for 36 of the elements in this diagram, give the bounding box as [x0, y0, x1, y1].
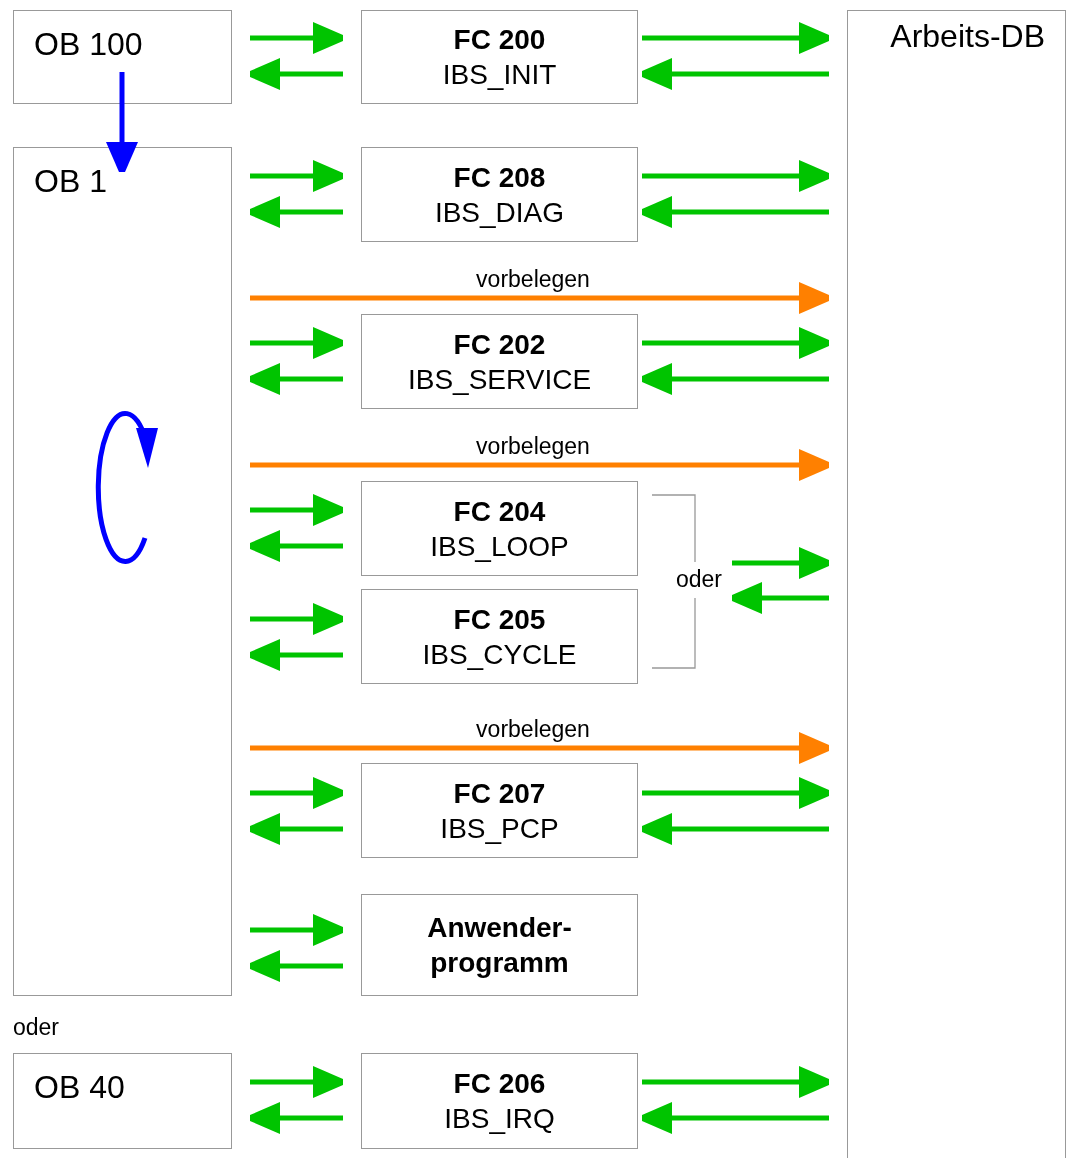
- block-label: OB 1: [34, 164, 107, 200]
- function-name: FC 200: [453, 23, 546, 57]
- block-box: [13, 1053, 232, 1149]
- function-box: [361, 763, 638, 858]
- function-box: [361, 1053, 638, 1149]
- block-box: [13, 10, 232, 104]
- function-box: [361, 589, 638, 684]
- function-name: Anwender-programm: [426, 911, 573, 980]
- alternative-label: oder: [13, 1013, 60, 1041]
- function-label: IBS_IRQ: [444, 1102, 555, 1136]
- function-name: FC 205: [453, 602, 546, 637]
- block-box: [13, 147, 232, 996]
- function-name: FC 208: [453, 160, 546, 195]
- function-name: FC 204: [453, 494, 546, 529]
- block-label: OB 100: [34, 27, 143, 63]
- function-box: [361, 314, 638, 409]
- function-name: FC 202: [453, 327, 546, 362]
- function-box: [361, 894, 638, 996]
- function-label: IBS_PCP: [440, 811, 559, 846]
- data-block-label: Arbeits-DB: [890, 19, 1045, 55]
- function-box: [361, 10, 638, 104]
- function-label: IBS_INIT: [442, 58, 557, 92]
- edge-label: vorbelegen: [476, 432, 590, 460]
- block-label: OB 40: [34, 1070, 125, 1106]
- edge-label: vorbelegen: [476, 715, 590, 743]
- data-block-box: [847, 10, 1066, 1158]
- function-label: IBS_LOOP: [430, 529, 569, 564]
- alternative-label: oder: [675, 565, 722, 593]
- function-label: IBS_DIAG: [434, 195, 565, 230]
- function-name: FC 207: [453, 776, 546, 811]
- function-label: IBS_CYCLE: [422, 637, 577, 672]
- function-label: IBS_SERVICE: [407, 362, 592, 397]
- function-box: [361, 481, 638, 576]
- function-box: [361, 147, 638, 242]
- edge-label: vorbelegen: [476, 265, 590, 293]
- function-name: FC 206: [453, 1067, 546, 1101]
